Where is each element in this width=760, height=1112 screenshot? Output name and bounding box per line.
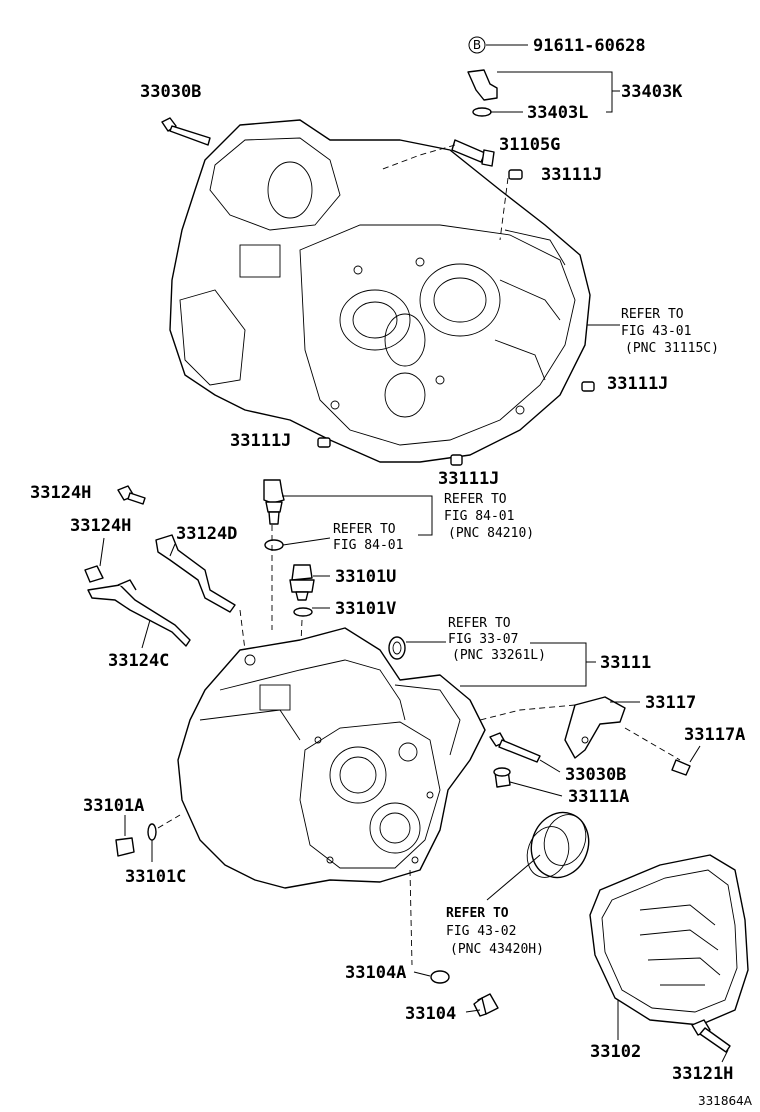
- drain-plug-33101A: 33101A 33101C: [83, 796, 186, 887]
- ref-84-01b-line2: FIG 84-01: [333, 538, 403, 553]
- ref-84-01b-line1: REFER TO: [333, 522, 396, 537]
- part-33124H-a-label: 33124H: [30, 483, 91, 503]
- part-33101A-label: 33101A: [83, 796, 144, 816]
- bolt-33030B-mid: 33030B 33111A: [489, 732, 629, 807]
- ref-43-01-line3: (PNC 31115C): [625, 341, 719, 356]
- oil-seal-33-07: REFER TO FIG 33-07 (PNC 33261L) 33111: [388, 616, 651, 687]
- ref-43-01-line1: REFER TO: [621, 307, 684, 322]
- plug-33104: 33104A 33104: [345, 869, 499, 1024]
- ref-33-07-line2: FIG 33-07: [448, 632, 518, 647]
- oil-seal-43-02: REFER TO FIG 43-02 (PNC 43420H): [446, 811, 590, 957]
- part-33102-label: 33102: [590, 1042, 641, 1062]
- ref-33-07-line3: (PNC 33261L): [452, 648, 546, 663]
- part-33111J-b-label: 33111J: [607, 374, 668, 394]
- part-33117A-label: 33117A: [684, 725, 745, 745]
- bracket-33117: 33117 33117A: [479, 693, 745, 776]
- part-33403L: 33403L: [527, 103, 588, 123]
- part-33124D-label: 33124D: [176, 524, 237, 544]
- sensors-84-01: REFER TO FIG 84-01 (PNC 84210) REFER TO …: [263, 479, 534, 666]
- part-33101V-label: 33101V: [335, 599, 396, 619]
- ref-33-07-line1: REFER TO: [448, 616, 511, 631]
- case-cover-33102: 33102 33121H: [589, 854, 749, 1084]
- part-91611-60628: 91611-60628: [533, 36, 646, 56]
- brackets-33124: 33124H 33124H 33124D 33124C: [30, 483, 237, 671]
- ref-fig-43-01: REFER TO FIG 43-01 (PNC 31115C): [587, 307, 719, 356]
- bolt-31105G: 31105G: [379, 135, 560, 171]
- part-33111A-label: 33111A: [568, 787, 629, 807]
- b-badge-icon: [468, 36, 486, 54]
- part-33111J-a-label: 33111J: [541, 165, 602, 185]
- pins-33111J: 33111J 33111J 33111J 33111J: [230, 165, 668, 489]
- bolt-33030B-top: 33030B: [140, 82, 211, 146]
- transaxle-housing: [169, 119, 591, 463]
- b-badge-label: B: [473, 38, 481, 52]
- ref-84-01a-line1: REFER TO: [444, 492, 507, 507]
- part-33124H-b-label: 33124H: [70, 516, 131, 536]
- speed-sensor-group: B 91611-60628 33403L 33403K: [467, 36, 683, 123]
- ref-43-02-line3: (PNC 43420H): [450, 942, 544, 957]
- part-33101C-label: 33101C: [125, 867, 186, 887]
- part-33101U-label: 33101U: [335, 567, 396, 587]
- figure-id: 331864A: [698, 1094, 753, 1108]
- ref-43-01-line2: FIG 43-01: [621, 324, 691, 339]
- transmission-case: [177, 609, 486, 889]
- part-33104-label: 33104: [405, 1004, 456, 1024]
- part-33030B-mid-label: 33030B: [565, 765, 626, 785]
- part-33104A-label: 33104A: [345, 963, 406, 983]
- part-33124C-label: 33124C: [108, 651, 169, 671]
- ref-43-02-line1: REFER TO: [446, 906, 509, 921]
- part-31105G-label: 31105G: [499, 135, 560, 155]
- part-33403K: 33403K: [621, 82, 683, 102]
- part-33117-label: 33117: [645, 693, 696, 713]
- part-33121H-label: 33121H: [672, 1064, 733, 1084]
- part-33111J-c-label: 33111J: [230, 431, 291, 451]
- ref-43-02-line2: FIG 43-02: [446, 924, 516, 939]
- ref-84-01a-line3: (PNC 84210): [448, 526, 534, 541]
- part-33030B-top-label: 33030B: [140, 82, 201, 102]
- part-33111J-d-label: 33111J: [438, 469, 499, 489]
- part-33111-label: 33111: [600, 653, 651, 673]
- ref-84-01a-line2: FIG 84-01: [444, 509, 514, 524]
